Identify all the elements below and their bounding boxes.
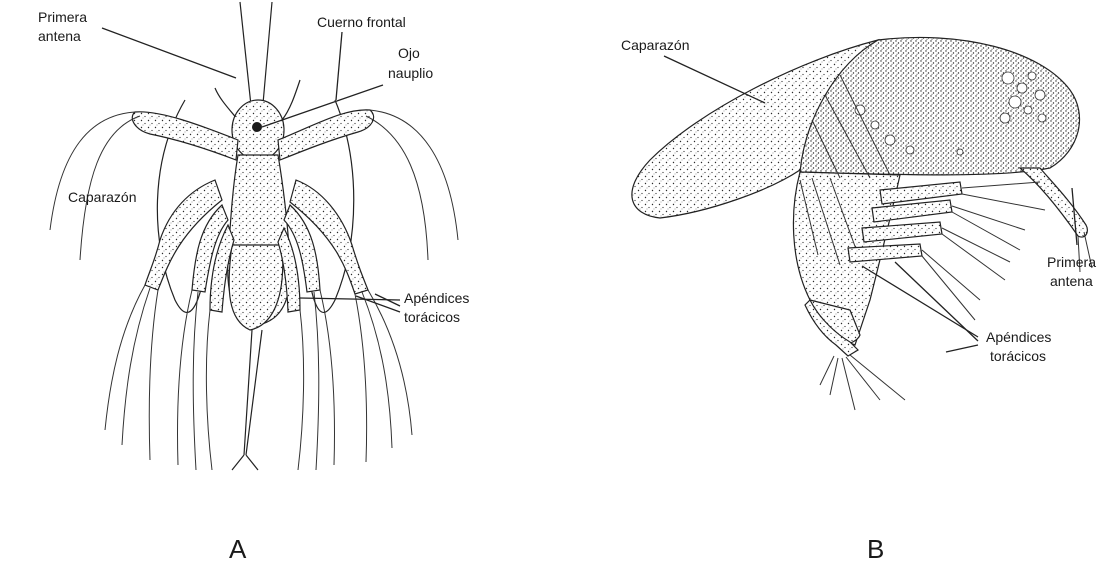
figure-a-right-antenna (278, 110, 374, 160)
figure-a-label-primera-antena-2: antena (38, 28, 81, 44)
figure-a-panel-letter: A (229, 534, 247, 564)
figure-a-label-primera-antena: Primera (38, 9, 87, 25)
figure-b-leader-caparazon (664, 56, 765, 103)
figure-b-leader-apendices-1 (862, 266, 978, 337)
figure-b: Caparazón Primera antena Apéndices torác… (621, 37, 1096, 564)
figure-a-right-appendages (278, 180, 412, 470)
figure-a-first-antennae (240, 2, 272, 115)
figure-a-label-caparazon: Caparazón (68, 189, 137, 205)
figure-a-label-ojo: Ojo (398, 45, 420, 61)
figure-b-first-antenna (1020, 168, 1087, 237)
figure-a-naupliar-eye (252, 122, 262, 132)
figure-a: Primera antena Cuerno frontal Ojo naupli… (38, 2, 469, 564)
figure-a-left-appendages (105, 180, 234, 470)
figure-b-label-apendices-2: torácicos (990, 348, 1046, 364)
figure-a-furca (232, 330, 262, 470)
figure-a-leader-cuerno-frontal (336, 32, 342, 100)
figure-a-label-apendices-2: torácicos (404, 309, 460, 325)
figure-b-label-caparazon: Caparazón (621, 37, 690, 53)
figure-b-panel-letter: B (867, 534, 884, 564)
figure-b-label-primera-antena: Primera (1047, 254, 1096, 270)
figure-b-label-apendices: Apéndices (986, 329, 1051, 345)
figure-a-label-apendices: Apéndices (404, 290, 469, 306)
figure-a-leader-primera-antena (102, 28, 236, 78)
figure-a-left-antenna (132, 112, 238, 160)
figure-a-label-ojo-2: nauplio (388, 65, 433, 81)
figure-b-lower-setae (820, 355, 905, 410)
figure-b-leader-apendices-3 (946, 345, 978, 352)
figure-a-label-cuerno-frontal: Cuerno frontal (317, 14, 406, 30)
figure-a-leader-apendices-3 (356, 296, 400, 312)
figure-b-label-primera-antena-2: antena (1050, 273, 1093, 289)
